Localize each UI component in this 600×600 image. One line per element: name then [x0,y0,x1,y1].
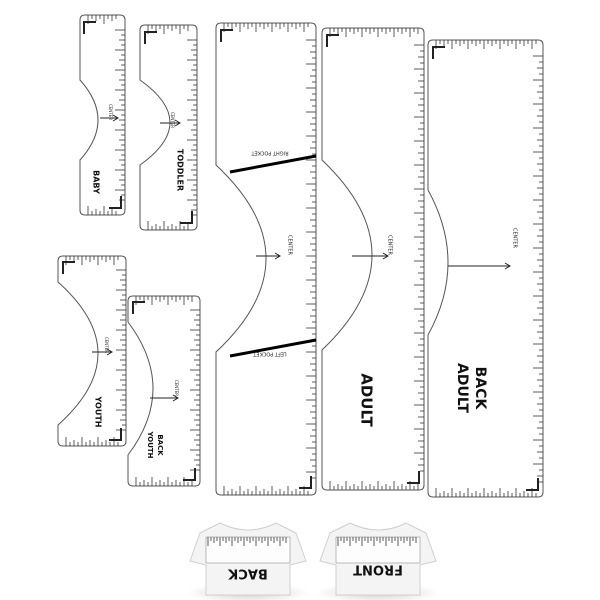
ruler-toddler [139,24,198,231]
shirt-front-label: FRONT [353,562,403,577]
ruler-youth-back-label-line2: BACK [156,434,164,456]
ruler-adult-back-label-line1: ADULT [454,363,470,413]
ruler-youth-back-center-label: CENTER [174,380,179,396]
ruler-youth-center-label: CENTER [104,337,109,353]
ruler-youth-label: YOUTH [94,396,103,428]
left-pocket-line [229,338,317,358]
ruler-adult-center-label: CENTER [387,235,393,256]
ruler-baby [79,14,126,216]
ruler-adult-pocket [215,22,317,496]
right-pocket-line [229,154,317,174]
ruler-youth-back [127,295,201,487]
ruler-toddler-label: TODDLER [176,149,185,191]
ruler-adult-back-center-label: CENTER [512,228,518,249]
ruler-baby-label: BABY [92,170,101,194]
shirt-back-label: BACK [227,566,268,581]
ruler-baby-center-label: CENTER [108,104,113,120]
ruler-youth-back-label-line1: YOUTH [146,430,154,458]
ruler-adult-label: ADULT [358,373,376,427]
ruler-adult-pocket-center-label: CENTER [287,235,293,256]
ruler-adult-back [427,39,544,498]
ruler-youth [57,255,127,447]
ruler-adult [321,27,425,491]
ruler-toddler-center-label: CENTER [170,112,175,128]
left-pocket-label: LEFT POCKET [252,351,286,357]
ruler-adult-back-label-line2: BACK [472,367,488,411]
right-pocket-label: RIGHT POCKET [250,150,288,156]
